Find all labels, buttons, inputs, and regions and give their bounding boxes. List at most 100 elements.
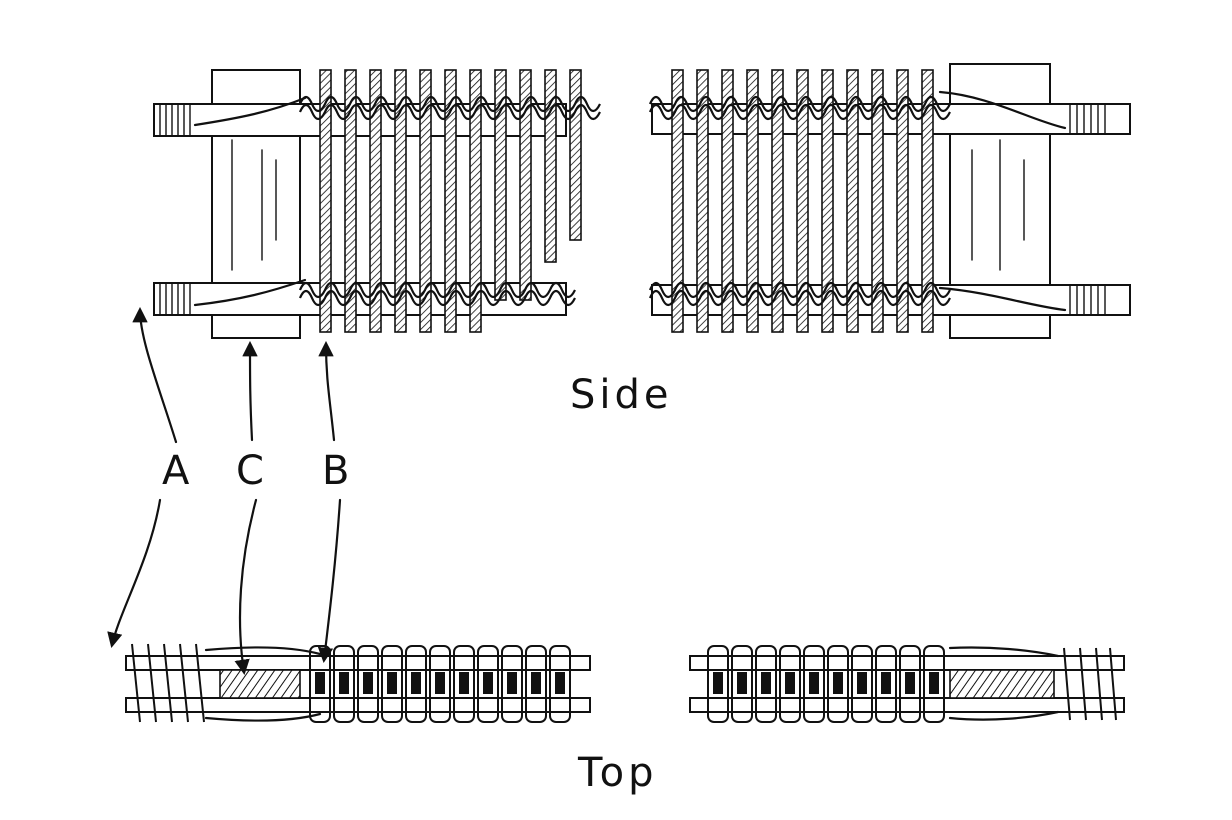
top-stick-end xyxy=(459,672,469,694)
top-stitch-loop xyxy=(525,645,547,723)
top-stick-end xyxy=(411,672,421,694)
top-stick-end xyxy=(483,672,493,694)
top-view: Top xyxy=(125,643,1125,796)
side-stick-group xyxy=(319,69,934,333)
side-stick xyxy=(444,69,457,333)
side-stick xyxy=(696,69,709,333)
side-stick xyxy=(771,69,784,333)
side-stick xyxy=(846,69,859,333)
top-stick-end xyxy=(857,672,867,694)
top-stick-end xyxy=(881,672,891,694)
top-stitch-loop xyxy=(429,645,451,723)
side-lacing-group xyxy=(298,95,951,307)
callout-letter-a: A xyxy=(162,448,190,494)
lacing-strand xyxy=(648,103,951,121)
top-stick-end xyxy=(713,672,723,694)
top-stick-end xyxy=(363,672,373,694)
side-stick xyxy=(544,69,557,263)
top-stick-end xyxy=(761,672,771,694)
top-stick-end xyxy=(905,672,915,694)
top-stick-end xyxy=(555,672,565,694)
top-end-wrap xyxy=(163,643,173,723)
top-left-block xyxy=(219,669,301,699)
top-stick-end xyxy=(809,672,819,694)
callout-c-arrow-top xyxy=(234,498,258,676)
top-end-wrap xyxy=(1095,647,1103,721)
top-end-wrap xyxy=(1079,647,1087,721)
top-stitch-loop xyxy=(875,645,897,723)
top-stitch-loop xyxy=(309,645,331,723)
top-end-wrap xyxy=(131,643,141,723)
top-stick-end xyxy=(315,672,325,694)
top-stitch-loop xyxy=(851,645,873,723)
lacing-strand xyxy=(298,95,601,113)
top-stitch-loop xyxy=(333,645,355,723)
top-right-rail-upper xyxy=(689,655,1125,671)
top-end-wrap xyxy=(195,643,205,723)
top-stitch-loop xyxy=(357,645,379,723)
side-stick xyxy=(721,69,734,333)
lacing-strand xyxy=(648,289,951,307)
top-end-wrap xyxy=(1109,647,1117,721)
top-stitch-group xyxy=(131,643,1117,723)
top-right-rail-lower xyxy=(689,697,1125,713)
callout-letter-c: C xyxy=(236,448,264,494)
top-stitch-loop xyxy=(755,645,777,723)
top-stitch-loop xyxy=(477,645,499,723)
top-end-wrap xyxy=(147,643,157,723)
top-stitch-loop xyxy=(549,645,571,723)
callouts: A C B xyxy=(107,306,349,676)
top-stick-end xyxy=(507,672,517,694)
side-stick xyxy=(319,69,332,333)
top-end-wrap xyxy=(179,643,189,723)
side-stick xyxy=(469,69,482,333)
top-stick-end xyxy=(531,672,541,694)
top-stitch-loop xyxy=(707,645,729,723)
top-stitch-loop xyxy=(803,645,825,723)
side-stick xyxy=(569,69,582,241)
top-stitch-loop xyxy=(899,645,921,723)
callout-a-arrow-side xyxy=(132,306,178,444)
side-stick xyxy=(821,69,834,333)
side-stick xyxy=(419,69,432,333)
side-stick xyxy=(871,69,884,333)
side-stick xyxy=(896,69,909,333)
side-stick xyxy=(921,69,934,333)
lacing-strand xyxy=(298,289,576,307)
top-stick-end xyxy=(339,672,349,694)
lacing-strand xyxy=(648,281,951,299)
callout-c-arrow-side xyxy=(242,340,258,442)
top-view-label: Top xyxy=(577,750,658,796)
top-stitch-loop xyxy=(381,645,403,723)
top-stitch-loop xyxy=(731,645,753,723)
callout-letter-b: B xyxy=(322,448,349,494)
top-stick-end xyxy=(833,672,843,694)
top-stitch-loop xyxy=(779,645,801,723)
side-view: Side xyxy=(153,63,1131,418)
side-right-end-wrap xyxy=(1069,103,1106,316)
top-stick-end xyxy=(737,672,747,694)
top-stitch-loop xyxy=(405,645,427,723)
callout-a-arrow-top xyxy=(107,498,162,649)
side-stick xyxy=(369,69,382,333)
side-view-label: Side xyxy=(570,372,673,418)
side-stick xyxy=(746,69,759,333)
top-stitch-loop xyxy=(827,645,849,723)
callout-b-arrow-top xyxy=(317,498,342,664)
top-stick-end xyxy=(929,672,939,694)
side-stick xyxy=(494,69,507,301)
lacing-strand xyxy=(648,95,951,113)
side-stick xyxy=(519,69,532,301)
top-stitch-loop xyxy=(501,645,523,723)
lacing-strand xyxy=(298,281,576,299)
side-left-end-wrap xyxy=(159,103,191,316)
top-end-wrap xyxy=(1063,647,1071,721)
top-right-block xyxy=(949,669,1055,699)
side-stick xyxy=(344,69,357,333)
side-stick xyxy=(671,69,684,333)
side-stick xyxy=(796,69,809,333)
lacing-strand xyxy=(298,103,601,121)
top-stitch-loop xyxy=(923,645,945,723)
top-stitch-loop xyxy=(453,645,475,723)
